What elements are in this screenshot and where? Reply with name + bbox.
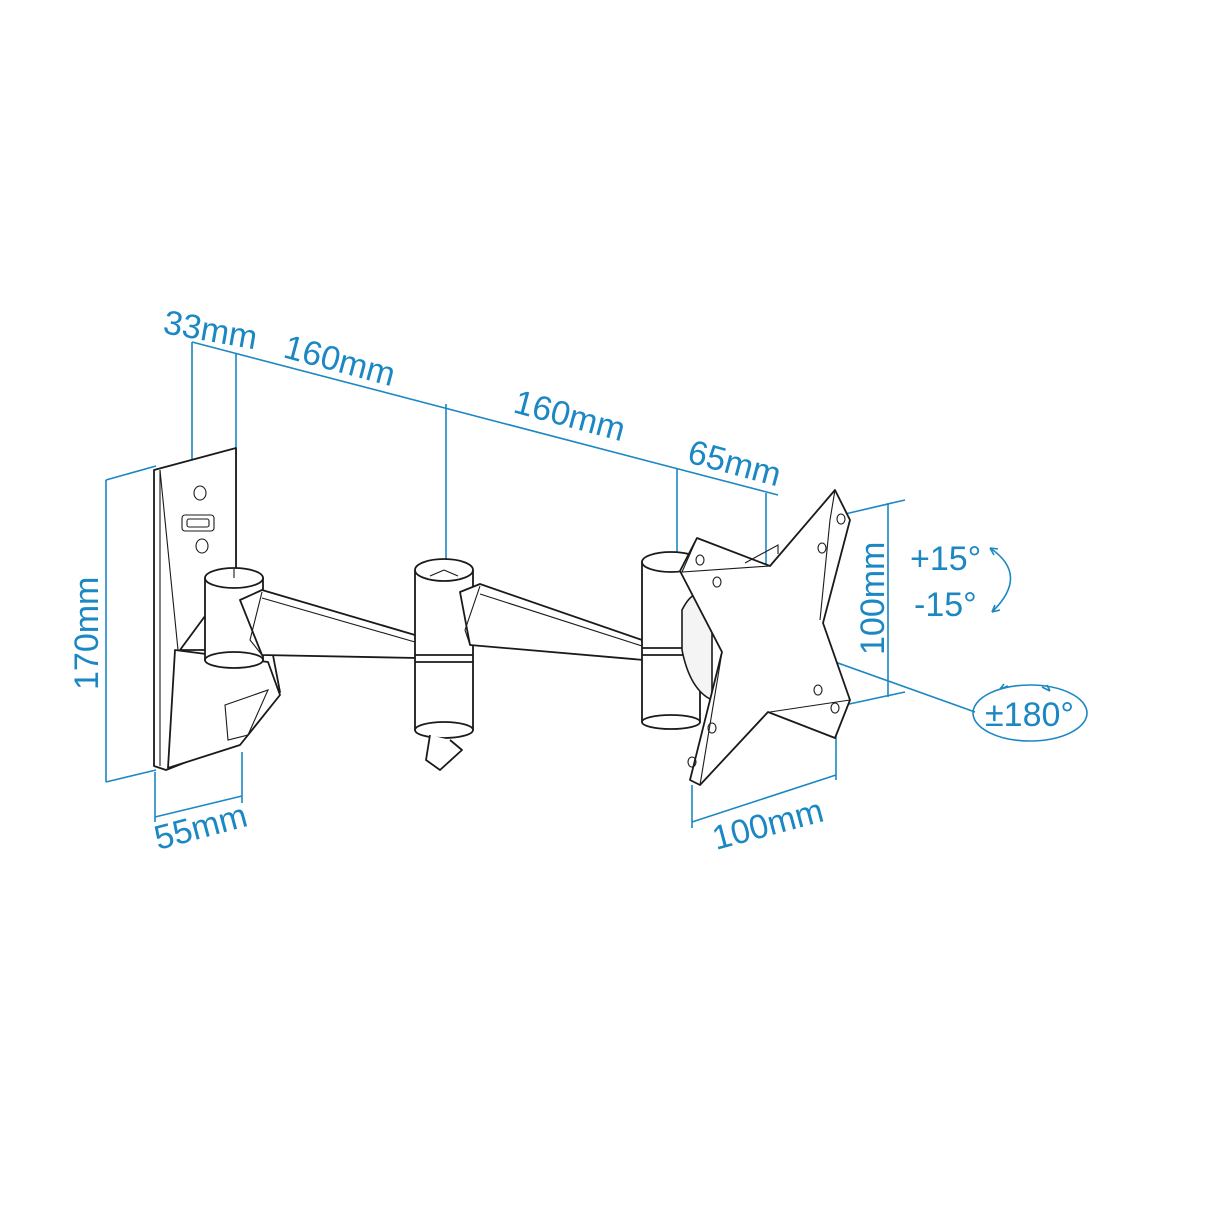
label-tilt-up: +15° [910, 540, 981, 578]
pivot-head [641, 551, 713, 730]
label-tilt-down: -15° [914, 586, 977, 624]
arm-2 [459, 583, 645, 661]
vesa-plate [679, 489, 851, 786]
label-arm2-length: 160mm [510, 383, 629, 449]
label-vesa-horizontal: 100mm [708, 792, 827, 858]
label-wall-plate-depth: 33mm [161, 303, 261, 357]
label-rotation: ±180° [985, 696, 1074, 734]
wall-plate [153, 447, 281, 771]
label-arm1-length: 160mm [280, 328, 399, 394]
arm-1 [239, 589, 419, 659]
label-vesa-vertical: 100mm [854, 542, 892, 655]
label-wall-plate-height: 170mm [68, 577, 106, 690]
label-head-offset: 65mm [684, 433, 785, 494]
